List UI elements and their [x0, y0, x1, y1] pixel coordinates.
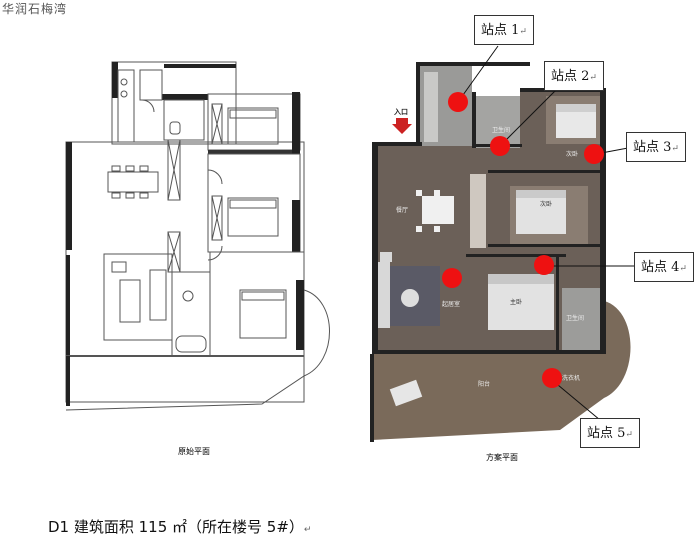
station-5-callout: 站点 5↵ — [580, 418, 640, 448]
station-4-label: 站点 4 — [641, 260, 680, 275]
station-markers — [442, 92, 604, 388]
proposed-floor-plan: 入口 卫生间 次卧 次卧 餐厅 起居室 主卧 卫生间 阳台 洗衣机 — [370, 62, 631, 442]
room-label-master: 主卧 — [510, 298, 522, 306]
station-2-label: 站点 2 — [551, 69, 590, 84]
station-4-marker — [534, 255, 554, 275]
room-label-living: 起居室 — [442, 300, 460, 308]
station-5-label: 站点 5 — [587, 426, 626, 441]
return-mark: ↵ — [519, 27, 527, 37]
station-5-marker — [542, 368, 562, 388]
room-label-bedroom2: 次卧 — [566, 150, 578, 158]
station-5-leader — [551, 379, 601, 421]
station-2-leader — [499, 89, 557, 147]
station-1-label: 站点 1 — [481, 23, 520, 38]
room-label-bath2: 卫生间 — [566, 314, 584, 322]
room-label-bath1: 卫生间 — [492, 126, 510, 134]
original-plan-caption: 原始平面 — [178, 446, 210, 456]
return-mark: ↵ — [303, 525, 312, 535]
station-1-marker — [448, 92, 468, 112]
document-title: 华润石梅湾 — [2, 2, 68, 16]
return-mark: ↵ — [671, 144, 679, 154]
station-3-callout: 站点 3↵ — [626, 132, 686, 162]
room-label-bedroom3: 次卧 — [540, 200, 552, 208]
area-caption: D1 建筑面积 115 ㎡（所在楼号 5#）↵ — [48, 516, 311, 537]
return-mark: ↵ — [625, 430, 633, 440]
entrance-label: 入口 — [393, 108, 408, 116]
return-mark: ↵ — [589, 73, 597, 83]
station-leaders — [457, 45, 634, 421]
return-mark: ↵ — [679, 264, 687, 274]
room-label-dining: 餐厅 — [396, 206, 408, 214]
original-floor-plan — [65, 61, 330, 411]
station-1-leader — [457, 45, 499, 103]
station-1-callout: 站点 1↵ — [474, 15, 534, 45]
room-label-balcony: 阳台 — [478, 380, 490, 388]
station-3-marker — [584, 144, 604, 164]
proposed-plan-caption: 方案平面 — [486, 452, 518, 462]
station-2-marker — [490, 136, 510, 156]
station-3-label: 站点 3 — [633, 140, 672, 155]
station-2-callout: 站点 2↵ — [544, 61, 604, 91]
area-caption-text: D1 建筑面积 115 ㎡（所在楼号 5#） — [48, 518, 304, 536]
room-label-laundry: 洗衣机 — [562, 374, 580, 382]
station-4-callout: 站点 4↵ — [634, 252, 694, 282]
station-living-marker — [442, 268, 462, 288]
